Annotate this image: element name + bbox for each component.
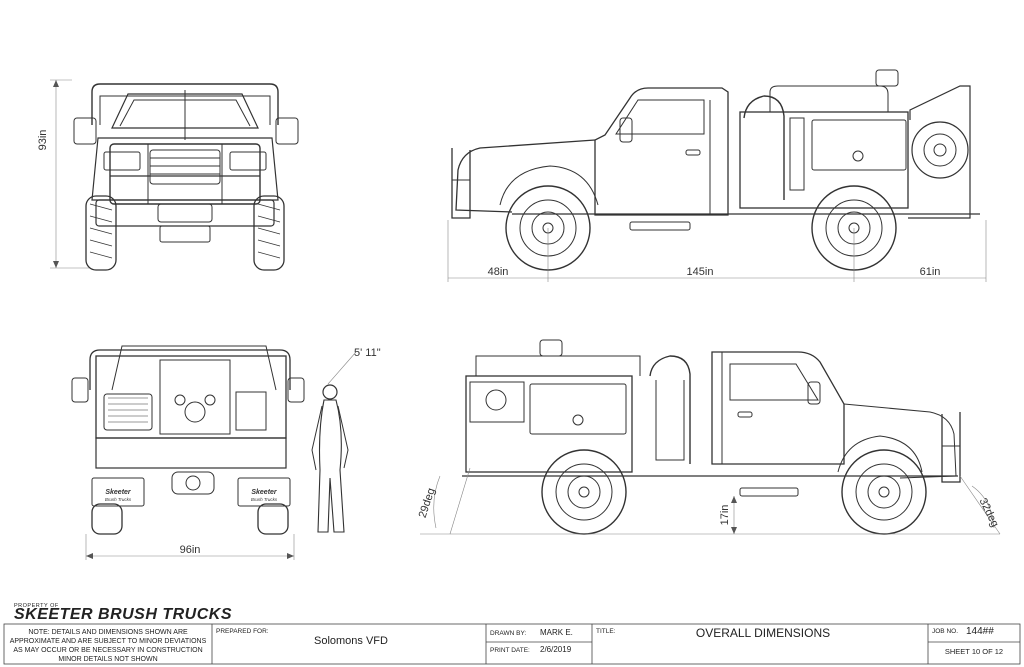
title-block-frame [3,623,1021,665]
rear-tire-right [257,503,289,535]
rear-width-label: 96in [180,544,201,556]
drawn-by-value: MARK E. [540,628,573,637]
job-number-label: JOB NO. [932,628,959,635]
sheet-number: SHEET 10 OF 12 [944,647,1004,656]
prepared-for-label: PREPARED FOR: [216,628,269,635]
side-view-left: 29deg 17in 32deg [417,339,1001,535]
left-mudflap-logo-sub: Brush Trucks [105,497,132,502]
front-overhang-label: 48in [488,266,509,278]
print-date-value: 2/6/2019 [540,645,572,654]
ground-clearance-label: 17in [719,505,731,526]
rear-overhang-label: 61in [920,266,941,278]
approximation-note: NOTE: DETAILS AND DIMENSIONS SHOWN ARE A… [9,629,207,663]
front-tire-left [85,195,117,271]
front-tire-right [253,195,285,271]
front-view: 93in [37,79,299,271]
side-view-right: 48in 145in 61in [447,69,987,282]
company-logo-text: SKEETER BRUSH TRUCKS [14,606,233,623]
wheelbase-label: 145in [687,266,714,278]
person-figure: 5' 11" [311,347,381,533]
drawn-by-label: DRAWN BY: [490,630,527,637]
rear-view: Skeeter Brush Trucks Skeeter Brush Truck… [71,345,305,560]
right-mudflap-logo-sub: Brush Trucks [251,497,278,502]
title-label: TITLE: [596,628,616,635]
job-number-value: 144## [966,626,994,637]
drawing-title: OVERALL DIMENSIONS [695,626,831,640]
departure-angle-label: 29deg [417,487,438,520]
right-mudflap-logo: Skeeter [251,489,278,496]
person-height-label: 5' 11" [354,347,381,359]
print-date-label: PRINT DATE: [490,647,530,654]
front-height-label: 93in [37,130,49,151]
prepared-for-value: Solomons VFD [314,635,388,647]
approach-angle-label: 32deg [977,496,1001,529]
left-side-front-wheel [841,449,927,535]
rear-tire-left [91,503,123,535]
left-mudflap-logo: Skeeter [105,489,132,496]
left-side-rear-wheel [541,449,627,535]
property-of-label: PROPERTY OF [14,603,59,609]
